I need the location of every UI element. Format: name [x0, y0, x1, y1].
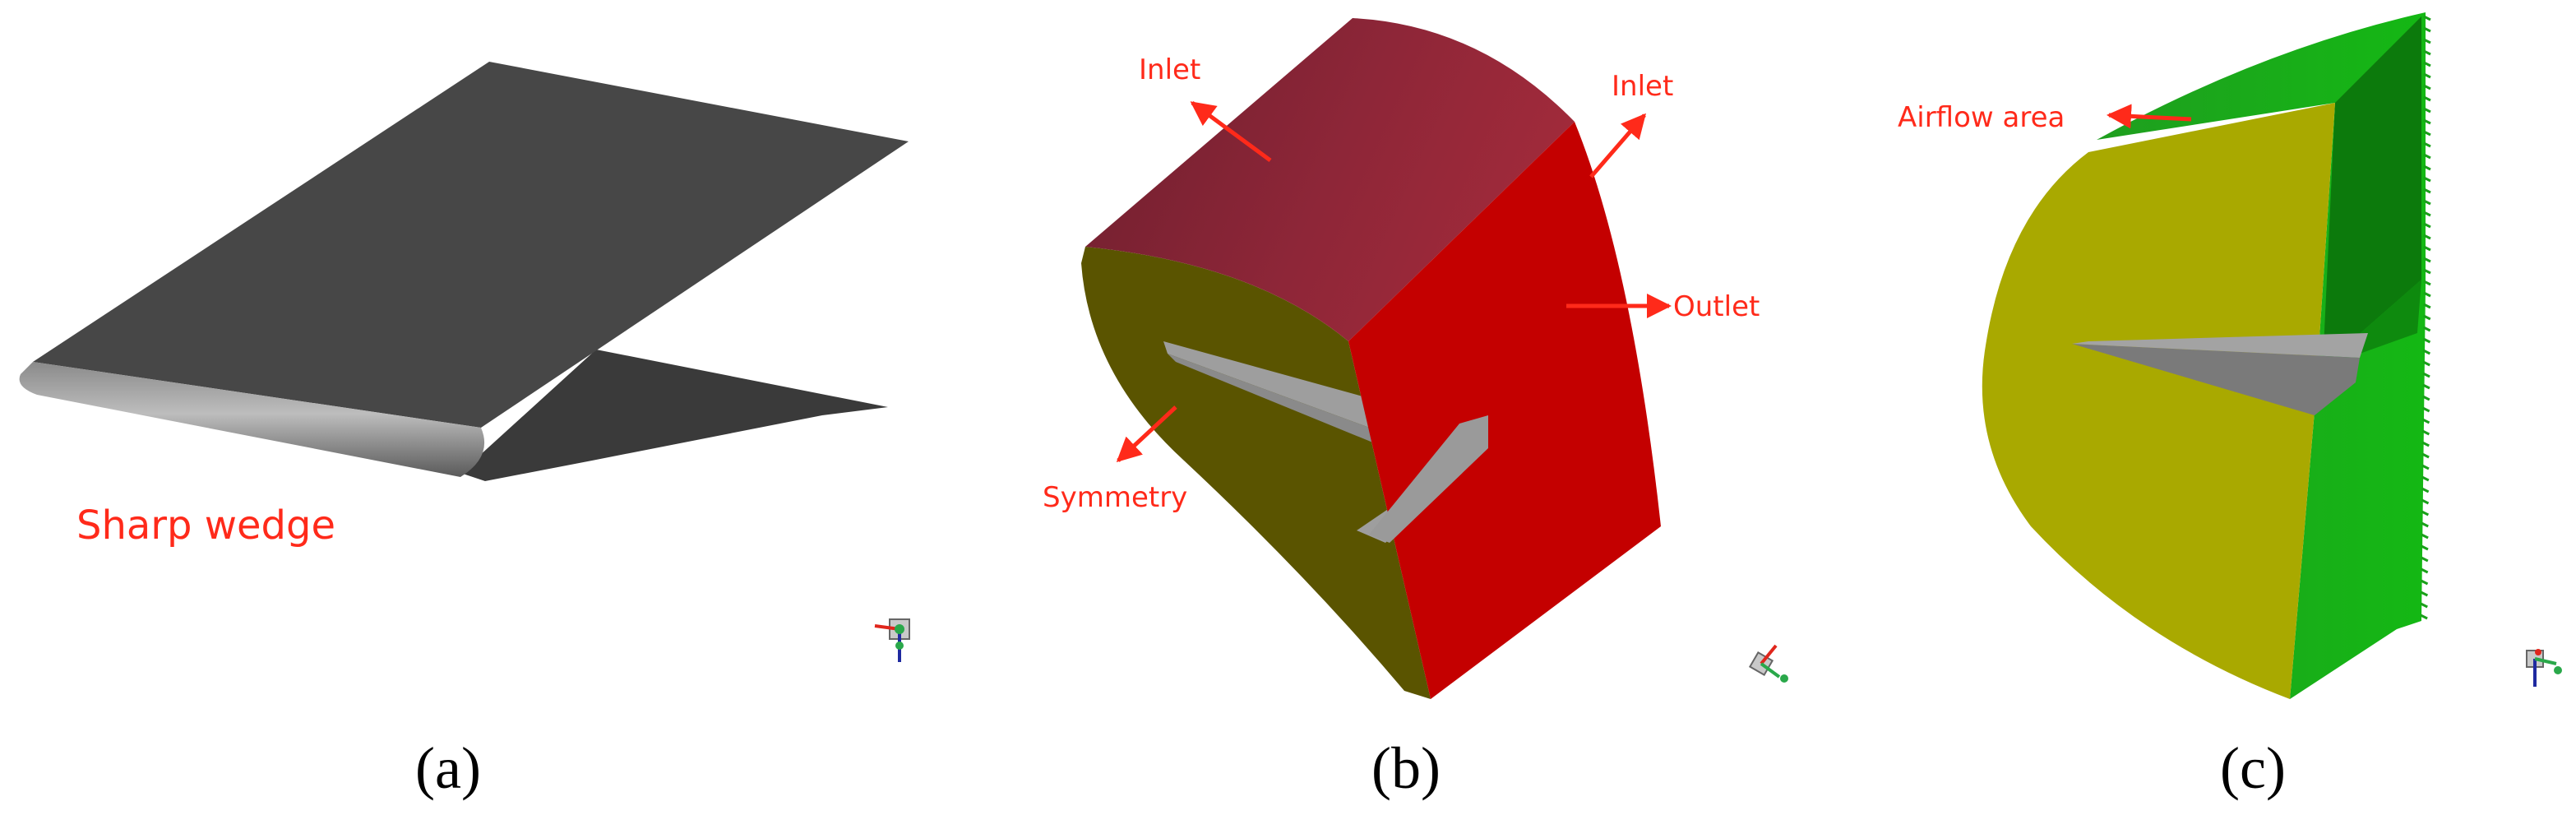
mesh-tick: [2423, 15, 2431, 21]
mesh-tick: [2423, 72, 2431, 79]
mesh-tick: [2422, 326, 2431, 332]
caption-c: (c): [2220, 735, 2286, 801]
mesh-tick: [2423, 280, 2431, 286]
mesh-tick: [2423, 49, 2431, 56]
mesh-tick: [2423, 61, 2431, 67]
mesh-tick: [2421, 464, 2430, 470]
mesh-tick: [2421, 429, 2430, 436]
mesh-tick: [2421, 418, 2430, 424]
mesh-tick: [2423, 107, 2431, 113]
mesh-tick: [2421, 567, 2429, 574]
panel-a: Sharp wedge: [19, 62, 910, 662]
symmetry-label: Symmetry: [1043, 481, 1187, 514]
panel-b: Inlet Inlet Outlet Symmetry: [1043, 18, 1788, 699]
mesh-tick: [2423, 141, 2431, 148]
mesh-tick: [2421, 544, 2429, 551]
mesh-tick: [2421, 406, 2430, 413]
airflow-face: [1982, 103, 2335, 699]
sharp-wedge-label: Sharp wedge: [76, 502, 335, 549]
mesh-tick: [2423, 222, 2431, 229]
mesh-tick: [2423, 314, 2431, 321]
mesh-tick: [2423, 245, 2431, 252]
airflow-area-arrow: [2107, 104, 2192, 129]
mesh-tick: [2423, 234, 2431, 240]
axis-triad-icon: [874, 618, 910, 662]
mesh-tick: [2422, 360, 2430, 367]
inlet-label-right: Inlet: [1612, 70, 1673, 103]
airflow-slot: [2072, 344, 2360, 415]
inlet-face: [1085, 18, 1575, 341]
outlet-face: [1348, 122, 1661, 699]
mesh-tick: [2423, 199, 2431, 206]
mesh-tick: [2421, 441, 2430, 447]
mesh-tick: [2423, 153, 2431, 160]
mesh-tick: [2423, 303, 2431, 309]
mesh-tick: [2423, 176, 2431, 183]
sharp-wedge-model: [19, 62, 909, 481]
mesh-tick: [2423, 188, 2431, 194]
mesh-tick: [2423, 84, 2431, 90]
mesh-tick: [2422, 349, 2431, 355]
mesh-tick: [2423, 291, 2431, 298]
axis-triad-icon: [1748, 644, 1788, 683]
caption-b: (b): [1371, 735, 1441, 801]
caption-a: (a): [415, 735, 481, 801]
inner-wall-face: [2323, 16, 2421, 366]
axis-triad-icon: [2526, 649, 2562, 687]
mesh-tick: [2423, 26, 2431, 33]
mesh-tick: [2422, 337, 2431, 344]
mesh-tick: [2423, 130, 2431, 137]
mesh-tick: [2420, 602, 2428, 609]
mesh-tick: [2421, 498, 2430, 505]
wedge-upper-surface: [33, 62, 909, 428]
mesh-tick: [2421, 487, 2430, 493]
wedge-rounded-edge: [19, 362, 485, 477]
mesh-tick: [2423, 38, 2431, 44]
mesh-tick: [2423, 95, 2431, 102]
mesh-edge: [2420, 15, 2431, 620]
mesh-tick: [2422, 372, 2430, 378]
symmetry-arrow: [1116, 405, 1177, 463]
mesh-tick: [2420, 579, 2429, 586]
mesh-tick: [2423, 211, 2431, 217]
mesh-tick: [2421, 533, 2429, 540]
mesh-tick: [2421, 521, 2429, 528]
symmetry-face: [1081, 247, 1431, 699]
mesh-tick: [2421, 475, 2430, 482]
inlet-label-top: Inlet: [1139, 53, 1200, 86]
outlet-label: Outlet: [1673, 290, 1760, 323]
wedge-lower-surface: [460, 350, 888, 481]
mesh-tick: [2421, 510, 2430, 516]
mesh-tick: [2423, 268, 2431, 275]
mesh-tick: [2423, 257, 2431, 263]
airflow-area-label: Airflow area: [1898, 101, 2065, 134]
panel-c: Airflow area: [1898, 12, 2562, 699]
mesh-tick: [2420, 590, 2429, 597]
mesh-tick: [2423, 118, 2431, 125]
inlet-arrow-right: [1589, 113, 1646, 178]
mesh-tick: [2423, 164, 2431, 171]
mesh-tick: [2420, 614, 2428, 620]
mesh-tick: [2422, 395, 2430, 401]
outlet-slot: [1369, 415, 1488, 543]
mesh-tick: [2421, 452, 2430, 459]
airflow-slot-light: [2072, 333, 2368, 358]
mesh-tick: [2422, 383, 2430, 390]
mesh-tick: [2421, 556, 2429, 563]
inlet-arrow-top: [1190, 100, 1272, 163]
